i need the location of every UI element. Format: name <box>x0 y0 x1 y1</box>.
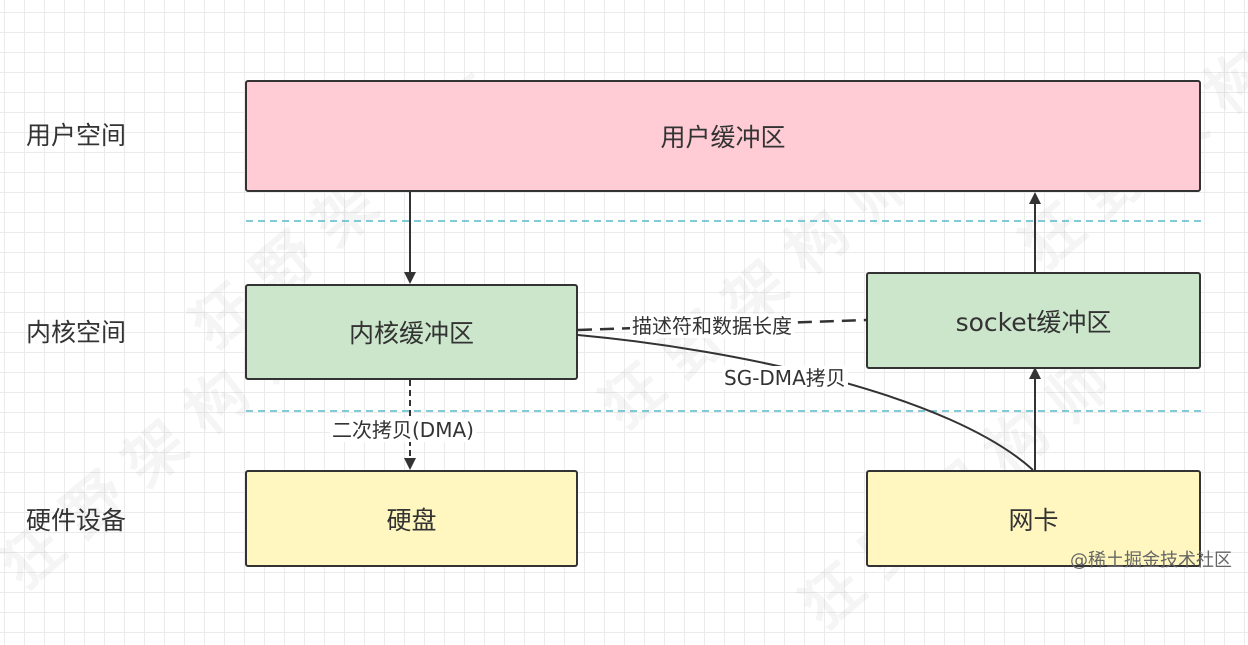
sg-dma-edge-label: SG-DMA拷贝 <box>722 366 848 390</box>
layer-label-kernel: 内核空间 <box>26 318 127 347</box>
socket-buffer-box: socket缓冲区 <box>866 272 1201 369</box>
descriptor-edge-label: 描述符和数据长度 <box>630 314 794 338</box>
layer-label-user: 用户空间 <box>26 121 127 150</box>
dma-copy-edge-label: 二次拷贝(DMA) <box>330 418 476 442</box>
nic-box: 网卡 <box>866 470 1201 567</box>
kernel-buffer-label: 内核缓冲区 <box>348 319 474 348</box>
kernel-buffer-box: 内核缓冲区 <box>245 284 578 380</box>
socket-buffer-label: socket缓冲区 <box>955 307 1112 337</box>
user-buffer-label: 用户缓冲区 <box>660 123 786 152</box>
disk-label: 硬盘 <box>386 505 437 535</box>
user-buffer-box: 用户缓冲区 <box>245 80 1201 192</box>
nic-label: 网卡 <box>1008 505 1059 535</box>
source-credit: @稀土掘金技术社区 <box>1070 550 1232 571</box>
disk-box: 硬盘 <box>245 470 578 567</box>
layer-label-hardware: 硬件设备 <box>26 506 127 535</box>
